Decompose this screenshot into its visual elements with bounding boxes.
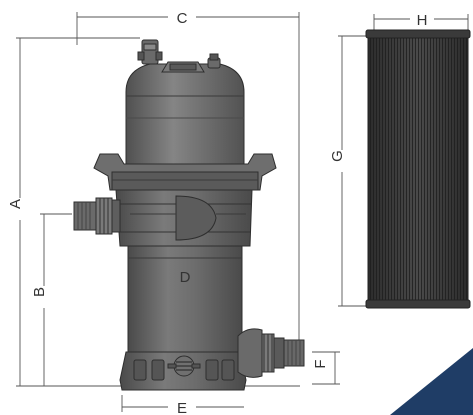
dim-label-d: D (180, 269, 191, 286)
dim-label-h: H (417, 12, 428, 29)
filter-cartridge (365, 29, 471, 309)
filter-dome (125, 63, 245, 165)
dim-label-b: B (31, 287, 48, 297)
inlet-port (73, 197, 121, 235)
outlet-port (237, 328, 305, 378)
dim-label-f: F (312, 359, 329, 368)
corner-accent (390, 348, 473, 415)
dim-label-c: C (177, 10, 188, 27)
dim-label-a: A (7, 199, 24, 209)
dim-label-g: G (329, 150, 346, 162)
pressure-gauge-icon (137, 39, 163, 65)
dim-label-e: E (177, 400, 187, 415)
drain-knob-icon (167, 355, 201, 377)
dimension-labels: C H A B D E G F (7, 10, 427, 415)
pool-filter (73, 39, 305, 391)
air-relief-valve-icon (207, 53, 221, 69)
filter-lower-tank (127, 245, 243, 353)
